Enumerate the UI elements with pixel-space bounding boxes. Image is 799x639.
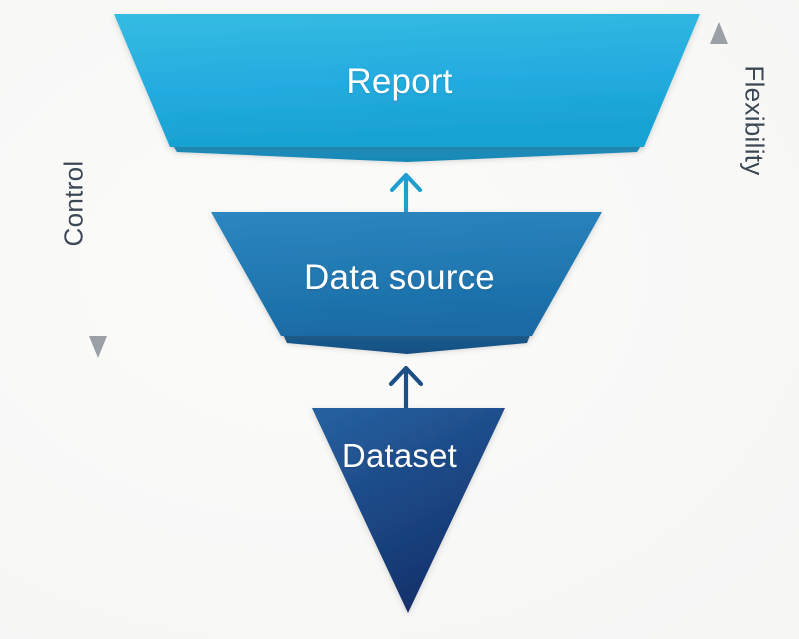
dataset-body [312, 408, 505, 613]
funnel-level-dataset[interactable] [312, 408, 505, 613]
control-axis-label: Control [58, 160, 89, 247]
connector-data-source-to-report [389, 172, 423, 212]
data-source-body [211, 212, 602, 336]
connector-dataset-to-data-source [388, 365, 424, 408]
flexibility-axis-label: Flexibility [739, 65, 770, 176]
funnel-level-report[interactable] [114, 14, 700, 162]
flexibility-axis-arrow [710, 22, 728, 356]
report-body [114, 14, 700, 147]
funnel-level-data-source[interactable] [211, 212, 602, 354]
control-axis-arrow [89, 22, 107, 358]
